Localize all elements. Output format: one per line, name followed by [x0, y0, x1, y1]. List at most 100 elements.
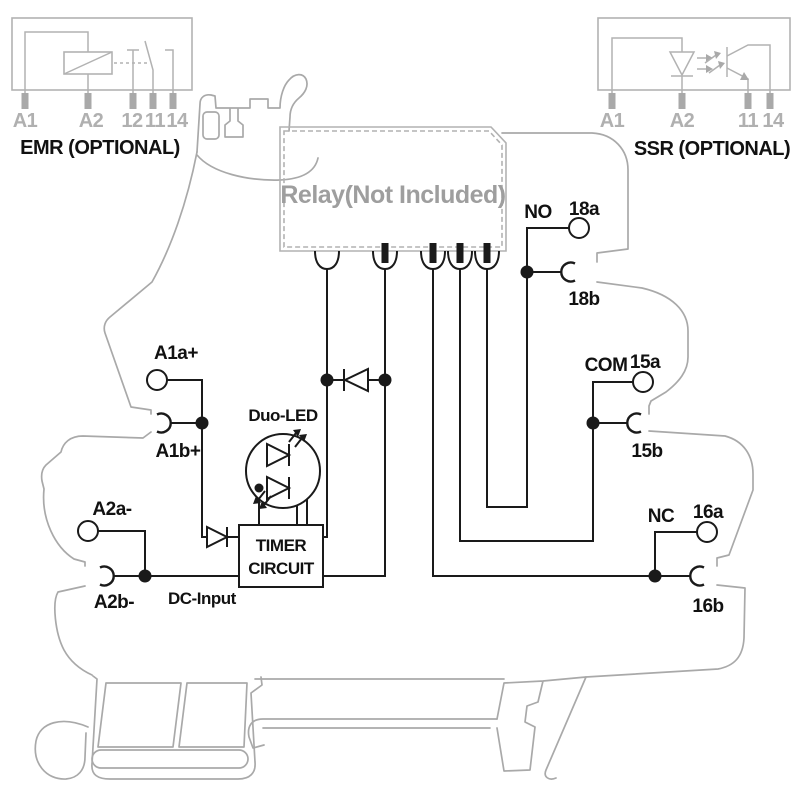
ssr-emitter-arrowhead	[740, 72, 749, 80]
emr-terminal-label-11: 11	[145, 110, 166, 132]
ssr-terminal-label-a2: A2	[670, 110, 695, 132]
timer-circuit-label-2: CIRCUIT	[248, 559, 315, 578]
label-dc-input: DC-Input	[168, 589, 237, 608]
ssr-optional-symbol: A1 A2 11 14 SSR (OPTIONAL)	[597, 17, 791, 160]
label-15b: 15b	[631, 441, 662, 462]
junction-dot	[138, 569, 152, 583]
label-a1a: A1a+	[154, 343, 198, 364]
terminal-port-16a	[696, 521, 718, 543]
foot-blocks	[97, 682, 248, 748]
relay-pin	[483, 243, 491, 263]
din-rail	[247, 678, 505, 749]
wire-com-contact	[459, 269, 594, 542]
socket-fork-icons	[314, 250, 500, 271]
junction-dot	[586, 416, 600, 430]
emr-contact-12-icon	[127, 49, 139, 93]
ssr-led-wires	[611, 37, 683, 93]
clamp-contact-18b	[560, 261, 576, 283]
emr-stub-14	[169, 93, 177, 109]
circuit-wiring: TIMER CIRCUIT	[77, 217, 718, 588]
terminal-labels: A1a+ A1b+ A2a- A2b- DC-Input Duo-LED NO …	[92, 199, 724, 617]
wire-com-branch	[592, 381, 633, 424]
wire-coil-plus	[323, 269, 328, 538]
duo-led-arrowheads-top	[293, 429, 307, 442]
label-18b: 18b	[568, 289, 599, 310]
terminal-port-a2a	[77, 520, 99, 542]
clamp-contact-15b	[626, 412, 642, 434]
junction-dot	[320, 373, 334, 387]
terminal-port-15a	[632, 371, 654, 393]
label-16b: 16b	[692, 596, 723, 617]
emr-stub-11	[149, 93, 157, 109]
freewheel-diode-triangle	[342, 367, 369, 393]
emr-title: EMR (OPTIONAL)	[20, 137, 180, 159]
top-clip-slot	[202, 111, 220, 140]
label-nc: NC	[648, 506, 675, 527]
emr-switch-arm-icon	[144, 40, 154, 93]
relay-box-label: Relay(Not Included)	[280, 181, 505, 209]
relay-pin	[456, 243, 464, 263]
clamp-contact-a2b	[99, 565, 115, 587]
ssr-led-emission-lines	[697, 57, 706, 70]
emr-coil-diagonal	[63, 51, 113, 75]
emr-terminal-label-a2: A2	[79, 110, 104, 132]
duo-led-triangles	[266, 442, 292, 501]
module-outline	[34, 73, 754, 780]
label-duo-led: Duo-LED	[248, 406, 317, 425]
emr-terminal-stubs	[21, 93, 177, 109]
emr-box	[11, 17, 193, 91]
timer-circuit-box	[238, 524, 324, 588]
foot-slot	[91, 749, 249, 769]
input-diode-triangle	[206, 525, 230, 549]
ssr-light-coupling-arrowheads	[714, 51, 725, 69]
label-a2b: A2b-	[94, 592, 134, 613]
input-diode	[206, 525, 230, 549]
emr-terminal-label-a1: A1	[13, 110, 38, 132]
timer-circuit-label-1: TIMER	[256, 536, 307, 555]
relay-pin	[429, 243, 437, 263]
outline-right-side	[501, 132, 754, 678]
terminal-port-a1a	[146, 369, 168, 391]
emr-coil-wires	[24, 31, 89, 93]
emr-stub-12	[129, 93, 137, 109]
rail-latch-outline	[496, 676, 587, 780]
junction-dots	[138, 265, 662, 583]
relay-socket-area: Relay(Not Included)	[279, 126, 507, 252]
label-a2a: A2a-	[92, 499, 131, 520]
outline-left-side	[40, 151, 198, 676]
wire-a1-input	[167, 379, 239, 538]
wire-nc-contact	[432, 269, 691, 577]
duo-led-indicator	[245, 429, 321, 525]
relay-box-dashed	[283, 130, 503, 248]
wire-coil-minus	[323, 269, 386, 577]
relay-pin	[381, 243, 389, 263]
label-18a: 18a	[569, 199, 600, 220]
label-a1b: A1b+	[156, 441, 201, 462]
terminal-port-18a	[568, 217, 590, 239]
junction-dot	[195, 416, 209, 430]
clamp-contact-16b	[689, 565, 705, 587]
clamp-contacts	[99, 261, 705, 587]
ssr-terminal-label-a1: A1	[600, 110, 625, 132]
junction-dot	[520, 265, 534, 279]
ssr-light-coupling-lines	[704, 54, 721, 74]
junction-dot	[648, 569, 662, 583]
ssr-collector-wire	[726, 44, 771, 93]
emr-contact-14-icon	[165, 49, 174, 93]
duo-led-arrow-lines-bottom	[257, 490, 272, 506]
duo-led-circle	[245, 433, 321, 509]
ssr-led-triangle-icon	[668, 51, 696, 77]
ssr-terminal-stubs	[608, 93, 774, 109]
emr-stub-a2	[84, 93, 92, 109]
ssr-terminal-label-11: 11	[738, 110, 759, 132]
emr-terminal-label-14: 14	[166, 110, 189, 132]
foot-left-hook	[34, 720, 89, 780]
relay-box-outer	[279, 126, 507, 252]
duo-led-arrow-lines-top	[288, 432, 303, 448]
label-no: NO	[524, 202, 552, 223]
label-16a: 16a	[693, 502, 724, 523]
clamp-contact-a1b	[156, 412, 172, 434]
ssr-terminal-label-14: 14	[762, 110, 785, 132]
